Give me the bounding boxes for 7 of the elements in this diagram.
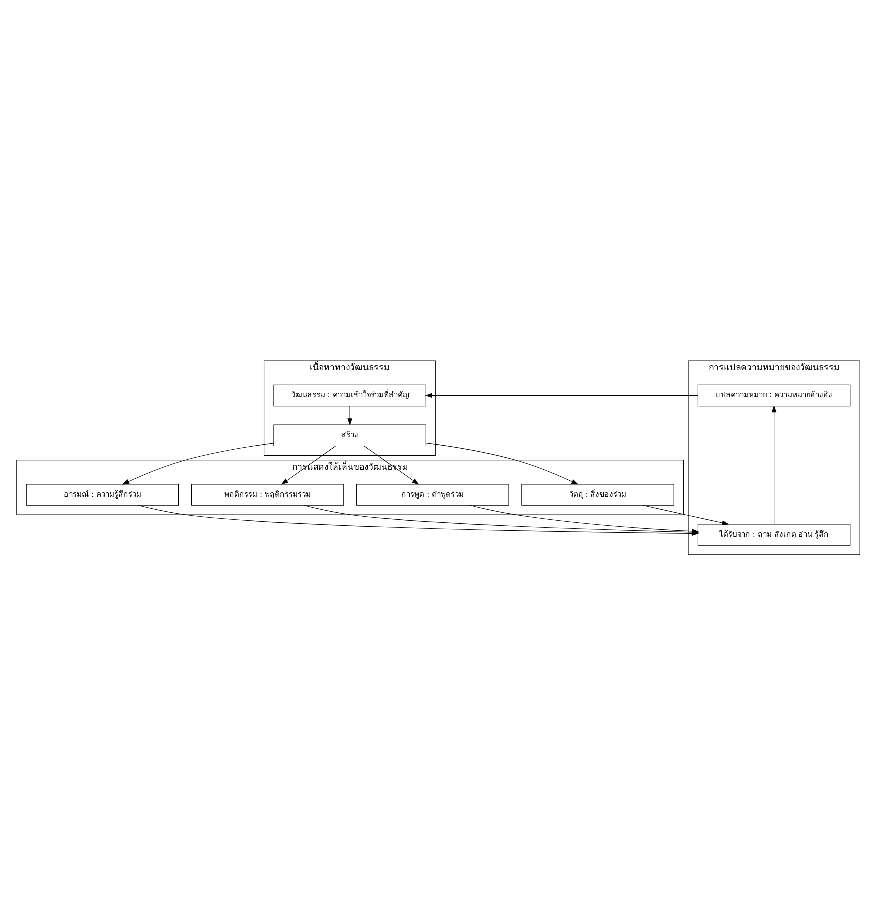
- arrow: [364, 446, 420, 485]
- arrow: [348, 406, 353, 426]
- arrow: [281, 446, 336, 485]
- arrow: [122, 443, 274, 485]
- arrow: [772, 406, 777, 524]
- arrow: [426, 443, 579, 485]
- arrow: [425, 393, 698, 398]
